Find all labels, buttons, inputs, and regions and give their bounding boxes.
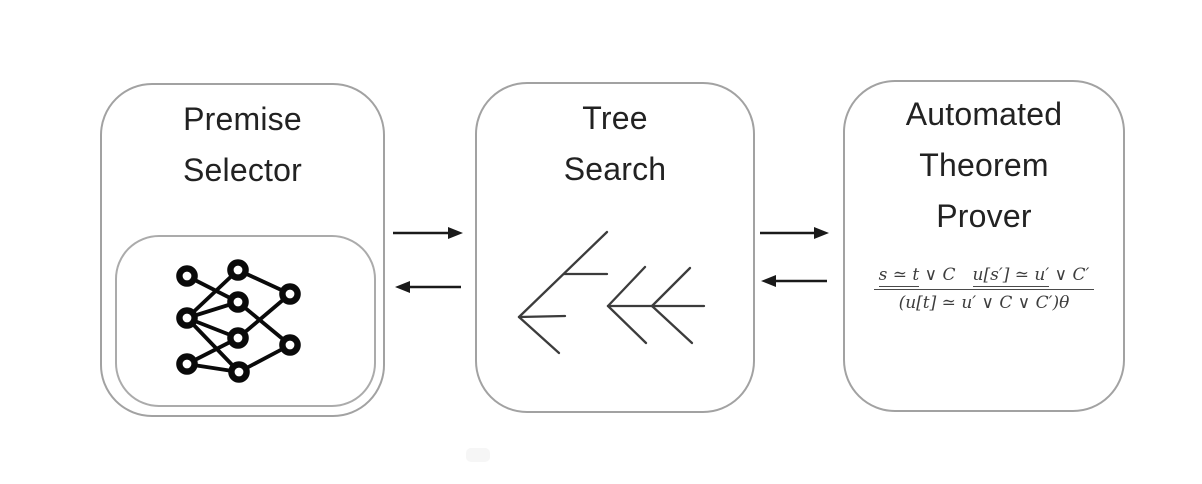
prover-to-tree-arrow — [761, 275, 827, 287]
inference-rule-fraction: s ≃ t ∨ C u[s′] ≃ u′ ∨ C′ (u[t] ≃ u′ ∨ C … — [873, 265, 1095, 313]
tree-to-prover-arrow — [760, 227, 829, 239]
title-line: Selector — [183, 152, 302, 188]
faint-smudge — [466, 448, 490, 462]
tree-search-title: Tree Search — [477, 84, 753, 195]
premise-selector-title: Premise Selector — [102, 85, 383, 196]
title-line: Search — [563, 151, 667, 187]
title-line: Prover — [936, 198, 1032, 234]
atp-title: Automated Theorem Prover — [845, 82, 1123, 242]
premise-to-tree-arrow — [393, 227, 463, 239]
search-tree-icon — [517, 230, 706, 355]
rule-conclusion: (u[t] ≃ u′ ∨ C ∨ C′)θ — [898, 293, 1070, 313]
neural-network-icon — [176, 259, 301, 383]
tree-to-premise-arrow — [395, 281, 461, 293]
title-line: Automated — [905, 96, 1063, 132]
neural-network-container — [115, 235, 376, 407]
rule-premises: s ≃ t ∨ C u[s′] ≃ u′ ∨ C′ — [873, 265, 1095, 290]
numerator-left-rest: ∨ C — [919, 265, 956, 285]
numerator-right-underlined: u[s′] ≃ u′ — [972, 265, 1050, 287]
title-line: Premise — [183, 101, 302, 137]
tree-search-box: Tree Search — [475, 82, 755, 413]
title-line: Tree — [582, 100, 648, 136]
numerator-left-underlined: s ≃ t — [878, 265, 920, 287]
premise-selector-box: Premise Selector — [100, 83, 385, 417]
automated-theorem-prover-box: Automated Theorem Prover s ≃ t ∨ C u[s′] … — [843, 80, 1125, 412]
numerator-right-rest: ∨ C′ — [1049, 265, 1090, 285]
superposition-rule-formula: s ≃ t ∨ C u[s′] ≃ u′ ∨ C′ (u[t] ≃ u′ ∨ C … — [845, 265, 1123, 313]
title-line: Theorem — [919, 147, 1049, 183]
